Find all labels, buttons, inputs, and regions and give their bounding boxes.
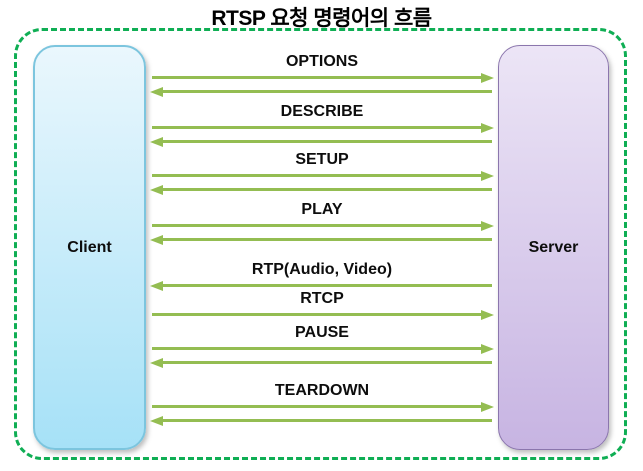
message-group: PLAY — [150, 200, 494, 247]
message-label: PAUSE — [295, 324, 349, 341]
arrowhead-icon — [150, 235, 163, 245]
message-lane: OPTIONS DESCRIBE SETUP PLAY RTP(Audio, Video… — [150, 50, 494, 440]
arrow-line — [152, 76, 483, 79]
arrowhead-icon — [150, 281, 163, 291]
message-group: SETUP — [150, 150, 494, 197]
arrow-line — [152, 174, 483, 177]
message-label: DESCRIBE — [280, 103, 364, 120]
arrow-line — [152, 347, 483, 350]
client-label: Client — [67, 238, 112, 256]
arrow-client-to-server — [150, 169, 494, 183]
diagram-title: RTSP 요청 명령어의 흐름 — [211, 7, 432, 30]
message-label: SETUP — [295, 151, 349, 168]
arrow-client-to-server — [150, 219, 494, 233]
server-box: Server — [498, 45, 609, 450]
arrow-line — [161, 419, 492, 422]
arrow-client-to-server — [150, 308, 494, 322]
arrowhead-icon — [481, 402, 494, 412]
message-label: OPTIONS — [285, 53, 358, 70]
client-box: Client — [33, 45, 146, 450]
message-group: RTCP — [150, 289, 494, 322]
message-group: OPTIONS — [150, 52, 494, 99]
arrow-client-to-server — [150, 71, 494, 85]
arrowhead-icon — [150, 137, 163, 147]
arrow-server-to-client — [150, 135, 494, 149]
arrowhead-icon — [150, 87, 163, 97]
arrowhead-icon — [481, 171, 494, 181]
arrowhead-icon — [150, 358, 163, 368]
arrow-line — [152, 126, 483, 129]
server-label: Server — [528, 238, 579, 256]
diagram-border-frame — [14, 28, 627, 460]
arrowhead-icon — [481, 73, 494, 83]
arrow-client-to-server — [150, 342, 494, 356]
arrowhead-icon — [150, 185, 163, 195]
message-label: TEARDOWN — [274, 382, 370, 399]
arrowhead-icon — [481, 310, 494, 320]
arrow-line — [161, 188, 492, 191]
arrowhead-icon — [481, 123, 494, 133]
arrow-line — [161, 238, 492, 241]
arrow-server-to-client — [150, 85, 494, 99]
arrowhead-icon — [481, 221, 494, 231]
message-group: PAUSE — [150, 323, 494, 370]
arrow-server-to-client — [150, 279, 494, 293]
arrow-client-to-server — [150, 400, 494, 414]
message-group: DESCRIBE — [150, 102, 494, 149]
message-group: RTP(Audio, Video) — [150, 260, 494, 293]
arrow-line — [161, 284, 492, 287]
message-label: PLAY — [301, 201, 343, 218]
arrow-line — [161, 361, 492, 364]
arrow-server-to-client — [150, 183, 494, 197]
arrow-line — [152, 313, 483, 316]
arrow-line — [161, 140, 492, 143]
message-label: RTP(Audio, Video) — [251, 261, 393, 278]
arrowhead-icon — [150, 416, 163, 426]
arrow-line — [152, 224, 483, 227]
arrow-client-to-server — [150, 121, 494, 135]
arrow-server-to-client — [150, 233, 494, 247]
arrow-line — [152, 405, 483, 408]
arrowhead-icon — [481, 344, 494, 354]
message-label: RTCP — [300, 290, 344, 307]
arrow-server-to-client — [150, 356, 494, 370]
message-group: TEARDOWN — [150, 381, 494, 428]
arrow-server-to-client — [150, 414, 494, 428]
arrow-line — [161, 90, 492, 93]
